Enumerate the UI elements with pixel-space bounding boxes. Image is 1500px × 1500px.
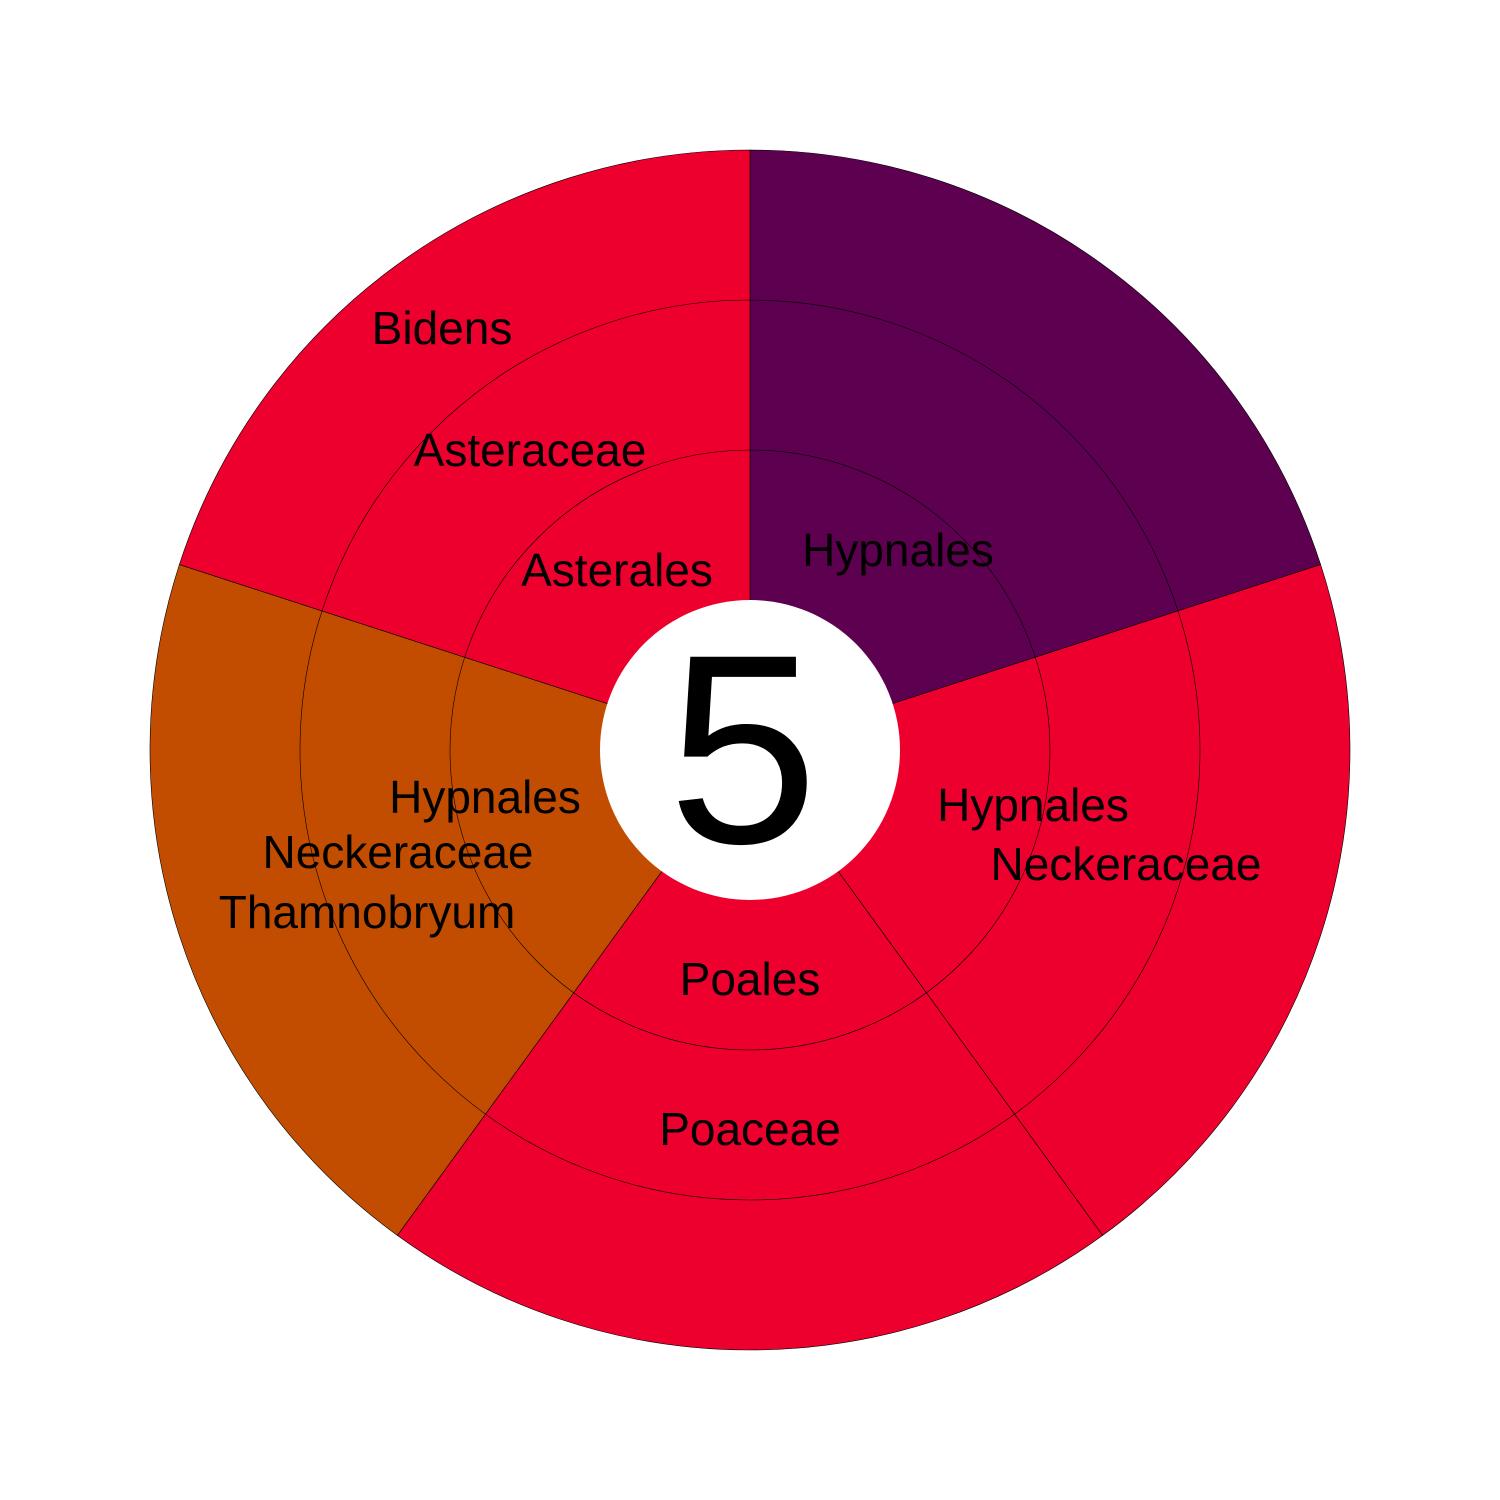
segment-label-2-1: Neckeraceae: [990, 838, 1261, 890]
segment-label-4-1: Neckeraceae: [262, 826, 533, 878]
segment-label-4-2: Thamnobryum: [219, 886, 516, 938]
segment-label-1-0: Hypnales: [802, 524, 994, 576]
ring-lines-group: [299, 299, 1201, 1201]
wedge-poales-3: [149, 564, 751, 1236]
segment-label-3-1: Poaceae: [659, 1103, 841, 1155]
segment-label-0-2: Bidens: [372, 302, 513, 354]
wedge-hypnales-4: [178, 149, 751, 751]
wedges-group: [149, 149, 1351, 1351]
wedge-hypnales-1: [749, 564, 1351, 1236]
center-hole: [600, 600, 900, 900]
center-count-label: 5: [668, 600, 818, 901]
segment-label-0-1: Asteraceae: [414, 424, 647, 476]
segment-label-3-0: Poales: [680, 953, 821, 1005]
segment-label-2-0: Hypnales: [937, 779, 1129, 831]
ring-line-0: [449, 449, 1051, 1051]
labels-group: AsteralesAsteraceaeBidensHypnalesHypnale…: [219, 302, 1262, 1155]
ring-line-1: [299, 299, 1201, 1201]
segment-label-4-0: Hypnales: [389, 771, 581, 823]
wedge-asterales-0: [749, 149, 1322, 751]
segment-label-0-0: Asterales: [521, 544, 713, 596]
